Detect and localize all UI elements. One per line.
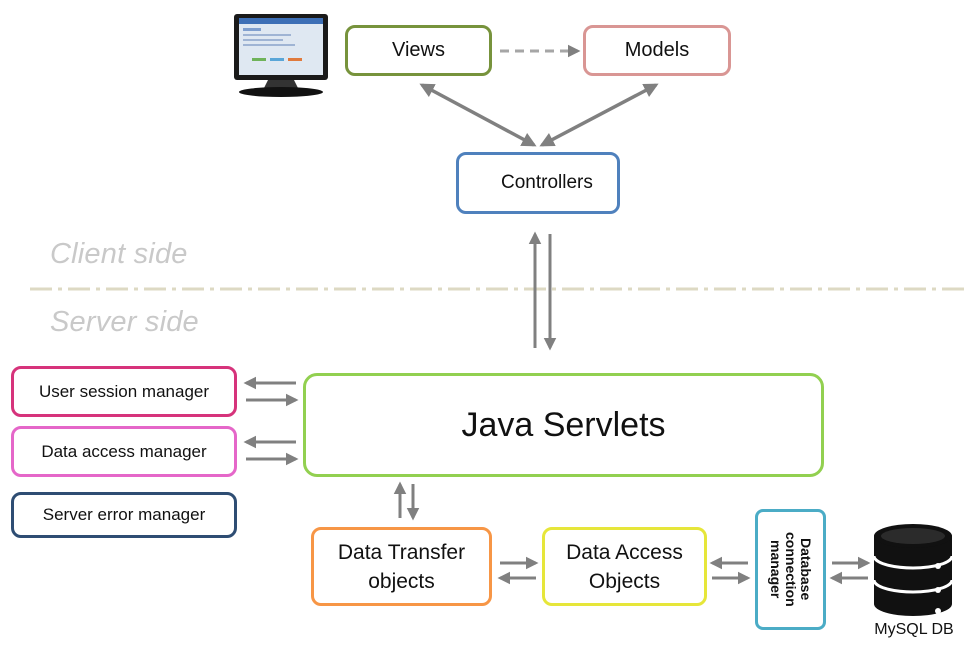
views-controllers-arrow: [419, 83, 537, 147]
user-session-manager-label: User session manager: [38, 381, 210, 401]
db-connection-manager-label: Database connection manager: [768, 532, 814, 607]
data-access-manager-box: Data access manager: [11, 426, 237, 477]
server-side-label: Server side: [50, 306, 199, 338]
server-error-manager-box: Server error manager: [11, 492, 237, 538]
models-controllers-arrow: [539, 83, 659, 147]
java-servlets-box: Java Servlets: [303, 373, 824, 477]
views-box: Views: [345, 25, 492, 76]
models-box: Models: [583, 25, 731, 76]
java-servlets-label: Java Servlets: [461, 405, 666, 444]
monitor-icon: [234, 14, 328, 97]
controllers-box: Controllers: [456, 152, 620, 214]
data-transfer-objects-box: Data Transfer objects: [311, 527, 492, 606]
user-session-manager-box: User session manager: [11, 366, 237, 417]
models-label: Models: [624, 39, 690, 61]
client-side-label: Client side: [50, 238, 188, 270]
data-access-objects-box: Data Access Objects: [542, 527, 707, 606]
views-label: Views: [392, 39, 445, 61]
server-error-manager-label: Server error manager: [42, 505, 206, 524]
data-access-manager-label: Data access manager: [41, 441, 207, 461]
database-icon: [872, 524, 954, 616]
data-transfer-objects-label: Data Transfer objects: [337, 540, 466, 593]
mysql-db-label: MySQL DB: [874, 621, 954, 638]
db-connection-manager-box: Database connection manager: [755, 509, 826, 630]
data-access-objects-label: Data Access Objects: [566, 540, 683, 593]
controllers-label: Controllers: [501, 172, 593, 193]
